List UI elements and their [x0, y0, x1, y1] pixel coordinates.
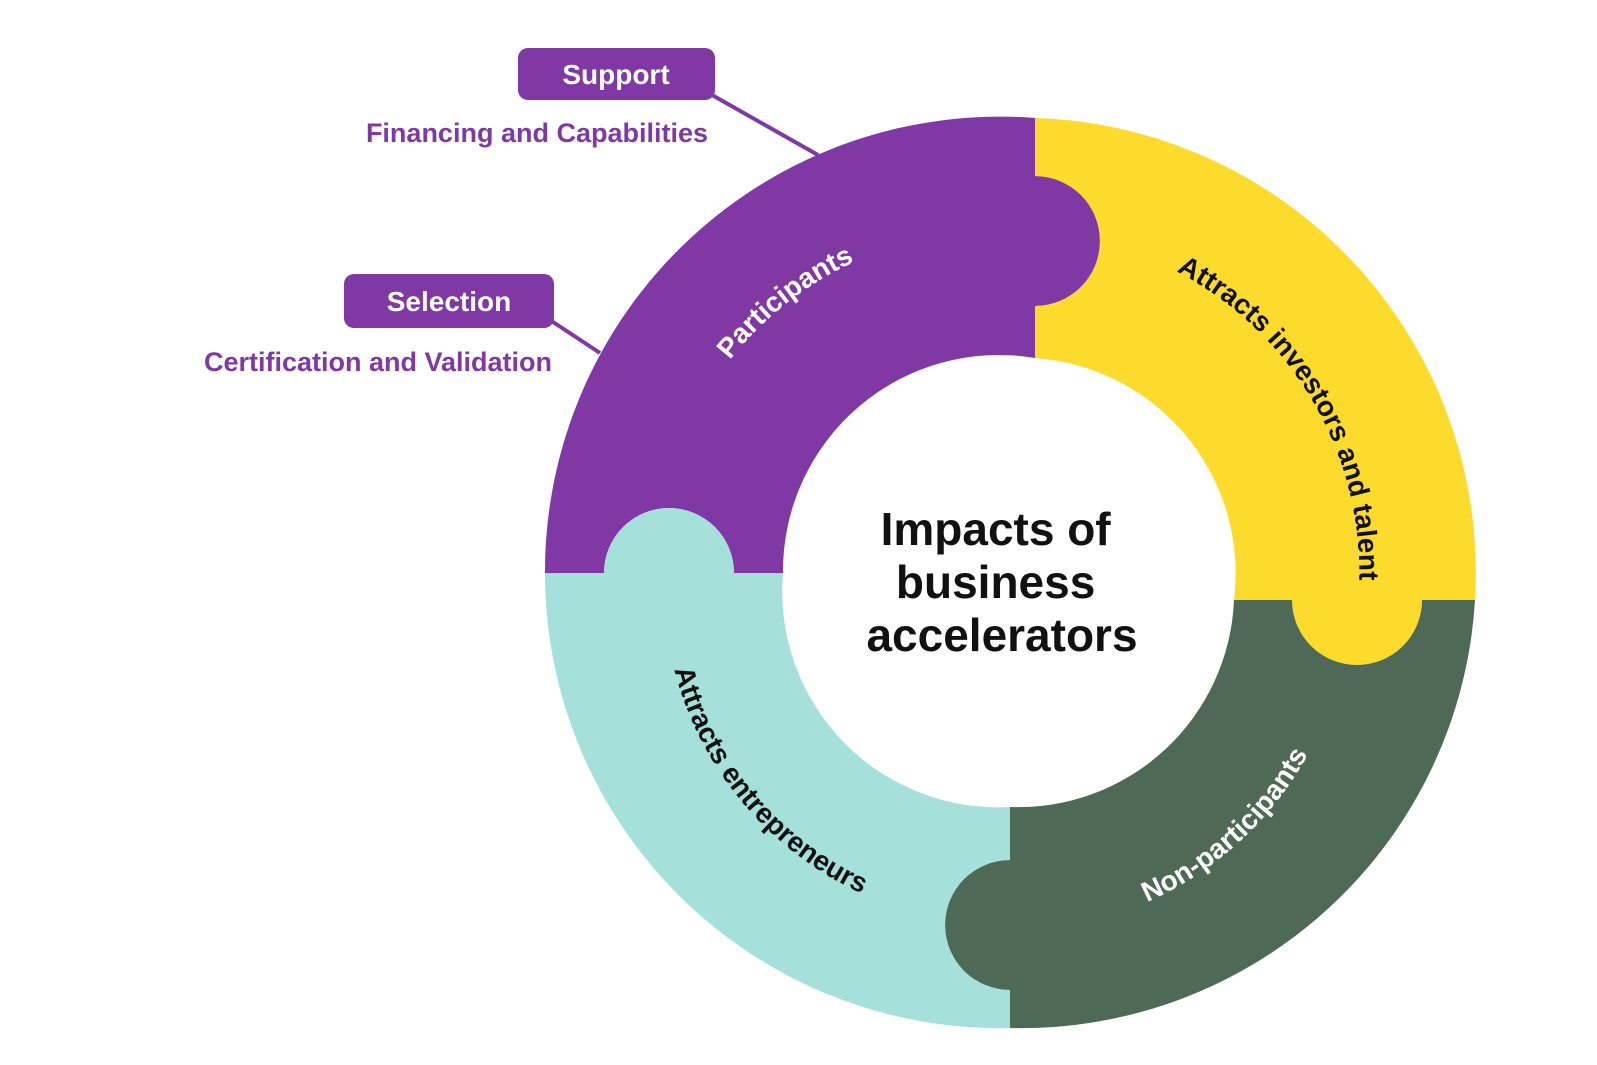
segment-attracts-investors-and-talent — [1035, 118, 1476, 665]
center-disc — [786, 371, 1218, 803]
support-tag — [518, 48, 715, 100]
segment-attracts-entrepreneurs — [545, 508, 1010, 1029]
segment-non-participants — [945, 600, 1475, 1029]
support-connector-line — [711, 93, 819, 157]
selection-tag — [344, 274, 554, 328]
selection-connector-line — [548, 318, 602, 355]
segment-participants — [544, 116, 1100, 574]
selection-tag-label: Selection — [387, 286, 511, 317]
support-subtitle: Financing and Capabilities — [366, 118, 708, 148]
selection-subtitle: Certification and Validation — [204, 347, 552, 377]
center-title: Impacts of business accelerators — [866, 503, 1137, 661]
support-tag-label: Support — [562, 59, 669, 90]
